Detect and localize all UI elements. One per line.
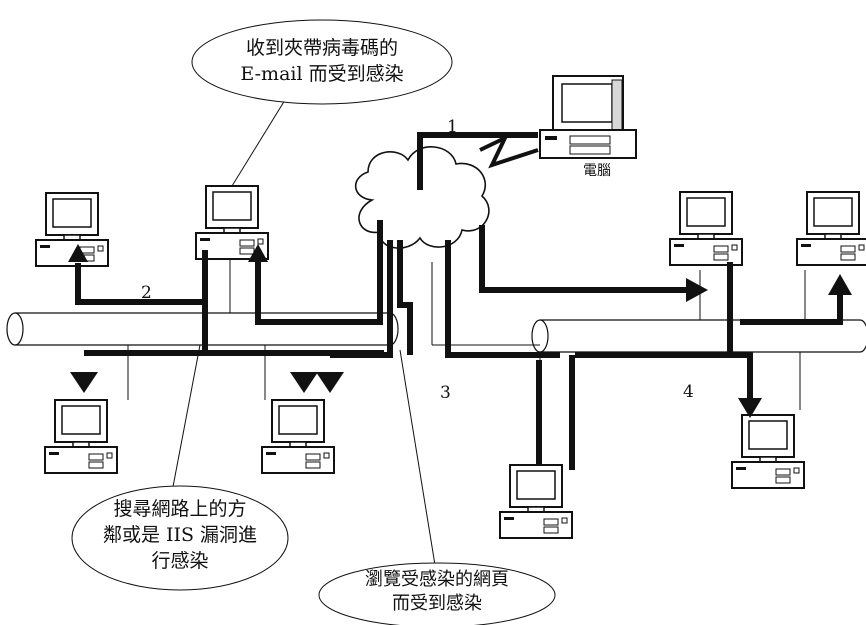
attacker-computer [540, 76, 636, 158]
callout-bottom-center-line-1: 瀏覽受感染的網頁 [322, 568, 552, 592]
computer-bottom-right [732, 415, 804, 488]
attacker-computer-label: 電腦 [583, 160, 611, 180]
computer-bottom-center [500, 465, 572, 538]
callout-text-bottom-left: 搜尋網路上的方 鄰或是 IIS 漏洞進 行感染 [80, 496, 280, 574]
computer-bottom-left [45, 400, 117, 473]
callout-top-line-2: E-mail 而受到感染 [192, 61, 452, 87]
callout-bottom-left-line-2: 鄰或是 IIS 漏洞進 [80, 522, 280, 548]
computer-bottom-mid [262, 400, 334, 473]
computer-far-right [797, 192, 866, 265]
callout-bottom-center-line-2: 而受到感染 [322, 592, 552, 616]
computer-right-mid [670, 192, 742, 265]
route-label-1: 1 [447, 117, 458, 137]
callout-text-top: 收到夾帶病毒碼的 E-mail 而受到感染 [192, 35, 452, 87]
callout-text-bottom-center: 瀏覽受感染的網頁 而受到感染 [322, 568, 552, 616]
callout-bottom-left-line-1: 搜尋網路上的方 [80, 496, 280, 522]
route-label-4: 4 [683, 382, 694, 402]
callout-top-line-1: 收到夾帶病毒碼的 [192, 35, 452, 61]
callout-bottom-left-line-3: 行感染 [80, 548, 280, 574]
arrowheads [68, 244, 852, 418]
route-label-2: 2 [141, 283, 152, 303]
route-label-3: 3 [440, 383, 451, 403]
